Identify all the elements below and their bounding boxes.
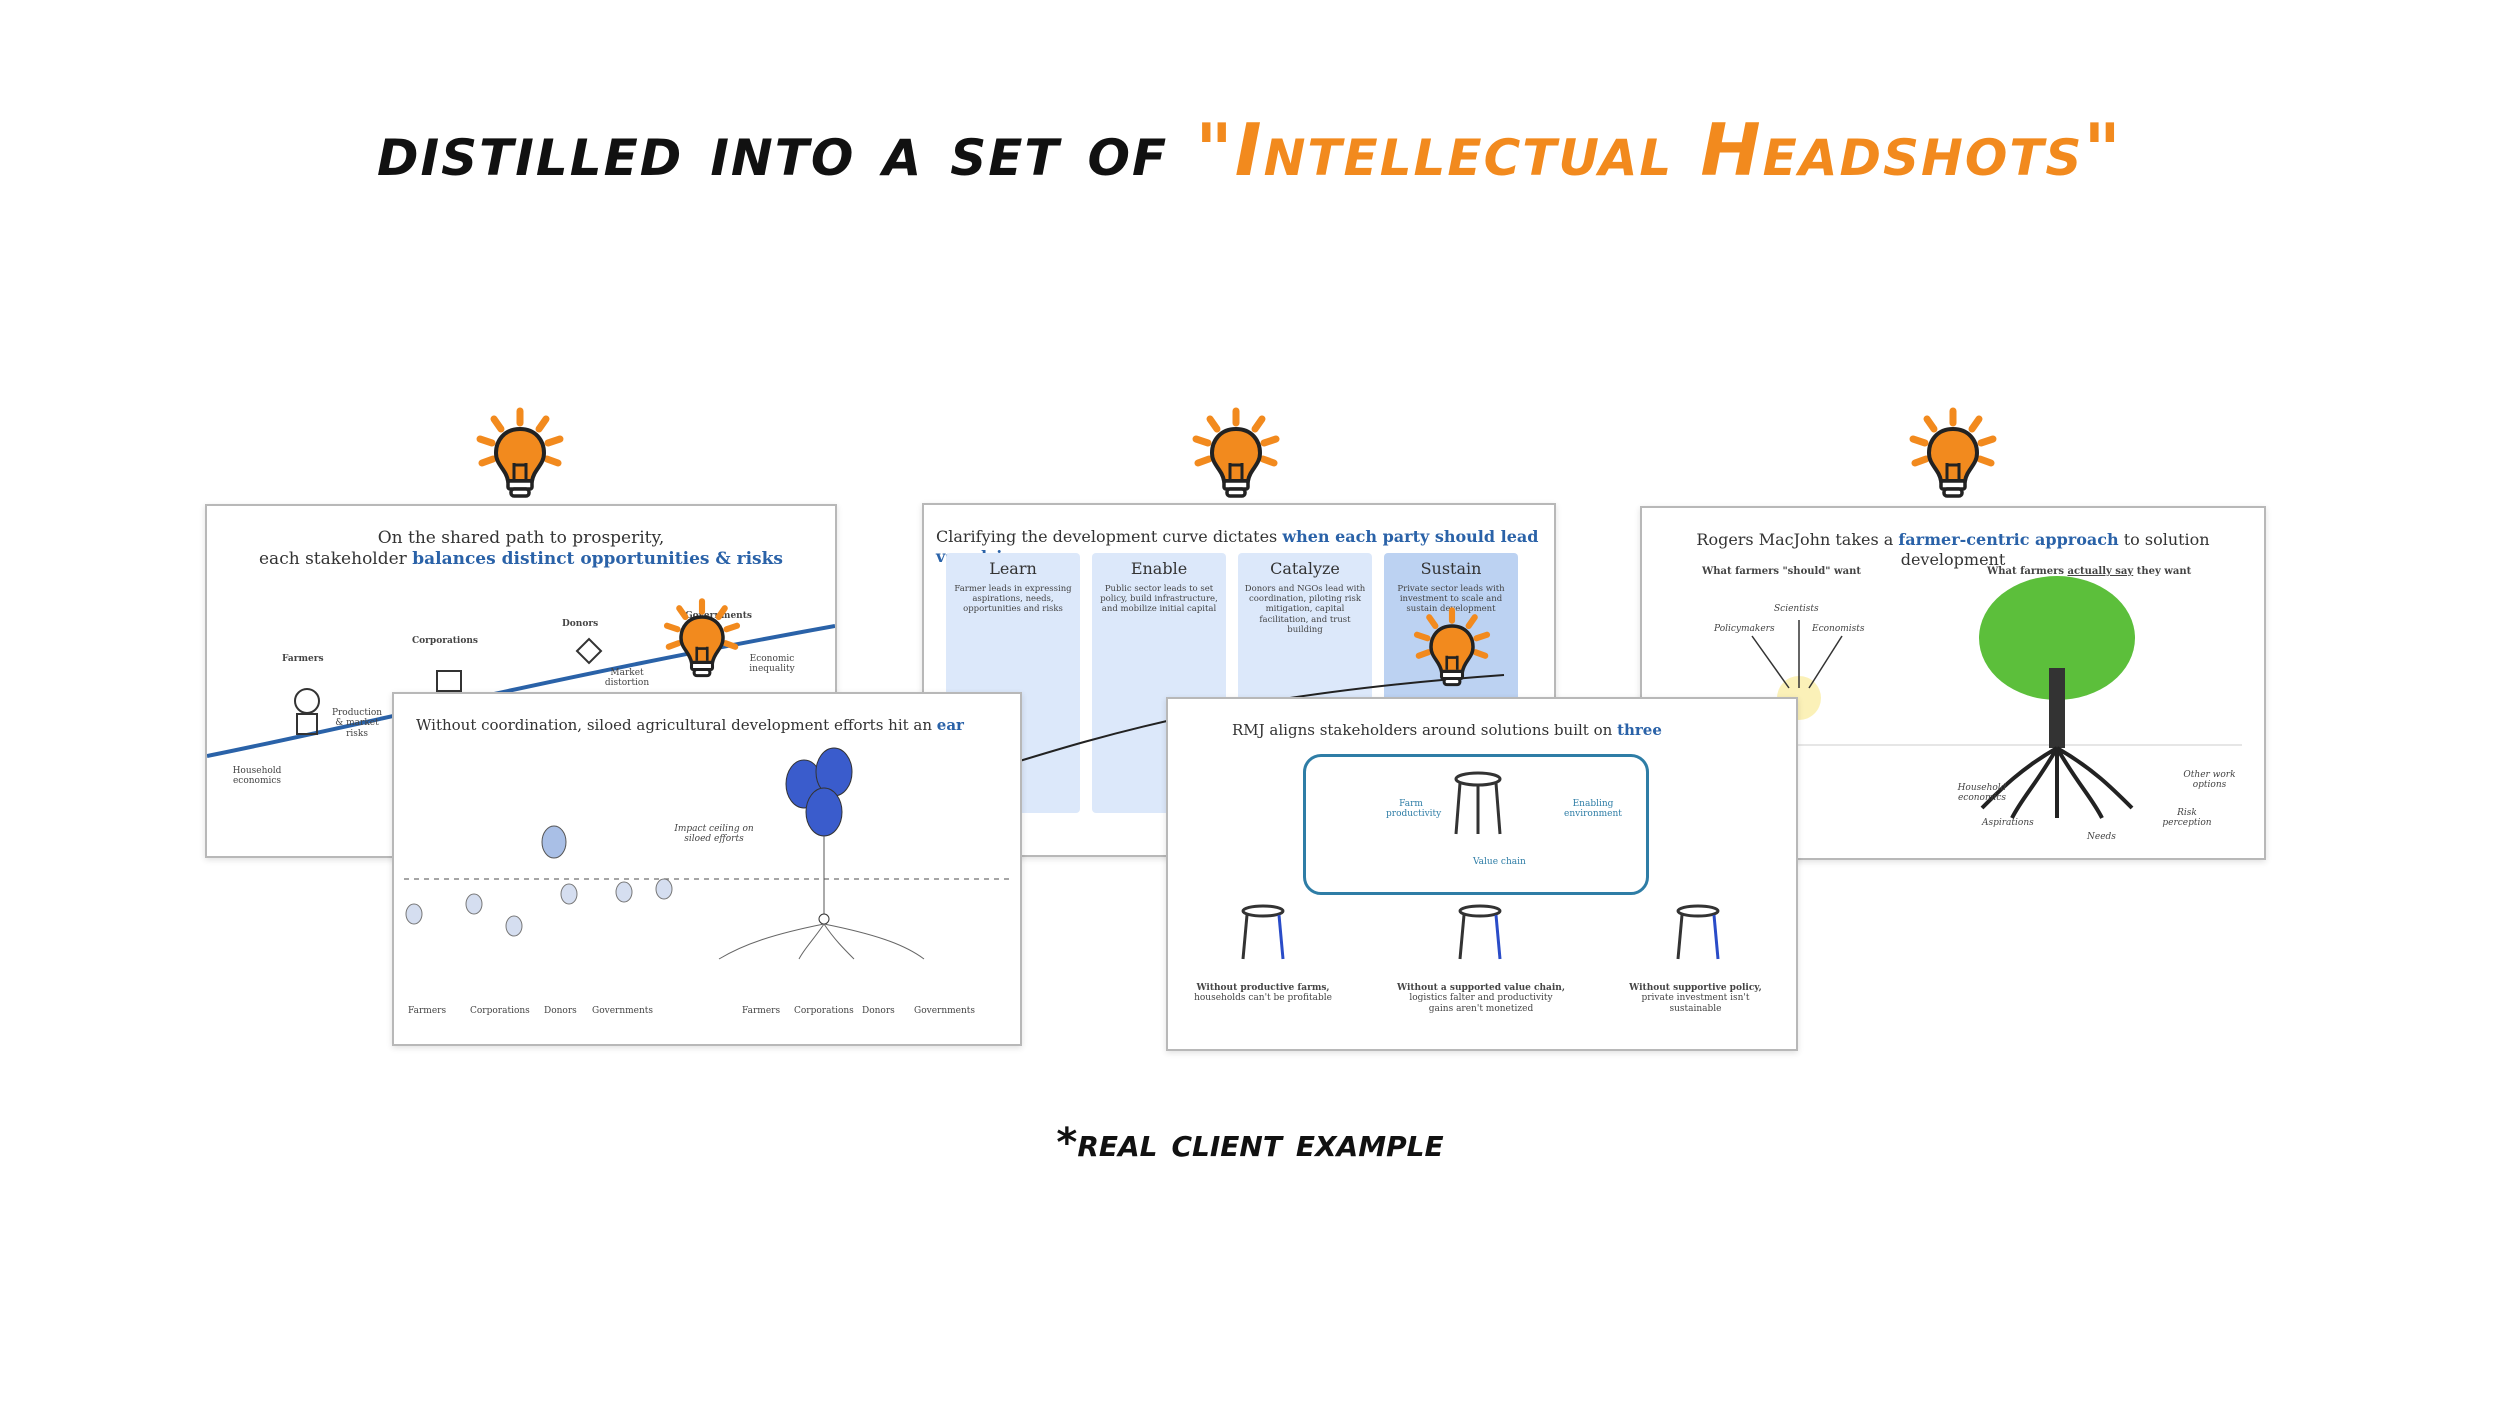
label-production: Production & market risks xyxy=(331,708,383,739)
without-value-chain: Without a supported value chain,logistic… xyxy=(1397,983,1565,1014)
label-aspirations: Aspirations xyxy=(1982,818,2034,828)
pillars-box xyxy=(1303,754,1649,895)
left-heading: What farmers "should" want xyxy=(1702,566,1861,577)
tree-illustration xyxy=(1662,576,2242,819)
title-part1: distilled into a set of xyxy=(377,108,1196,192)
slide-title: On the shared path to prosperity, each s… xyxy=(259,528,783,570)
stakeholder-governments: Governments xyxy=(592,1006,654,1016)
stakeholder-donors: Donors xyxy=(544,1006,577,1016)
lightbulb-icon xyxy=(1410,605,1494,689)
slide-three-pillars: RMJ aligns stakeholders around solutions… xyxy=(1166,697,1798,1051)
label-enabling-environment: Enabling environment xyxy=(1564,799,1622,820)
label-economists: Economists xyxy=(1812,624,1865,634)
right-heading: What farmers actually say they want xyxy=(1987,566,2192,577)
without-policy: Without supportive policy,private invest… xyxy=(1629,983,1762,1014)
stakeholder-donors: Donors xyxy=(862,1006,895,1016)
stakeholder-corporations: Corporations xyxy=(794,1006,854,1016)
label-household-economics: Household economics xyxy=(1957,783,2007,804)
label-impact-ceiling: Impact ceiling on siloed efforts xyxy=(674,824,754,845)
label-policymakers: Policymakers xyxy=(1714,624,1775,634)
label-household: Household economics xyxy=(232,766,282,787)
label-other-work: Other work options xyxy=(2183,770,2236,791)
title-highlight: "Intellectual Headshots" xyxy=(1195,108,2123,192)
slide-siloed-efforts: Without coordination, siloed agricultura… xyxy=(392,692,1022,1046)
label-corporations: Corporations xyxy=(412,636,478,646)
lightbulb-icon xyxy=(660,596,744,680)
without-farms: Without productive farms,households can'… xyxy=(1194,983,1332,1004)
label-scientists: Scientists xyxy=(1774,604,1819,614)
page-title: distilled into a set of "Intellectual He… xyxy=(0,108,2500,192)
slide-title: RMJ aligns stakeholders around solutions… xyxy=(1232,721,1662,739)
label-value-chain: Value chain xyxy=(1473,857,1526,867)
label-farmers: Farmers xyxy=(282,654,324,664)
label-farm-productivity: Farm productivity xyxy=(1386,799,1442,820)
label-economic: Economic inequality xyxy=(749,654,795,675)
slide-title: Without coordination, siloed agricultura… xyxy=(416,716,964,734)
stakeholder-governments: Governments xyxy=(914,1006,976,1016)
footnote: *real client example xyxy=(1056,1120,1444,1166)
lightbulb-icon xyxy=(472,405,568,501)
label-donors: Donors xyxy=(562,619,599,629)
label-market: Market distortion xyxy=(604,668,650,689)
stakeholder-farmers: Farmers xyxy=(742,1006,781,1016)
label-needs: Needs xyxy=(2087,832,2116,842)
stakeholder-corporations: Corporations xyxy=(470,1006,530,1016)
stools-illustration xyxy=(1241,771,1720,960)
lightbulb-icon xyxy=(1905,405,2001,501)
stakeholder-farmers: Farmers xyxy=(408,1006,447,1016)
lightbulb-icon xyxy=(1188,405,1284,501)
slide-title: Rogers MacJohn takes a farmer-centric ap… xyxy=(1696,530,2210,569)
balloons-illustration xyxy=(404,747,1009,960)
label-risk-perception: Risk perception xyxy=(2162,808,2212,829)
